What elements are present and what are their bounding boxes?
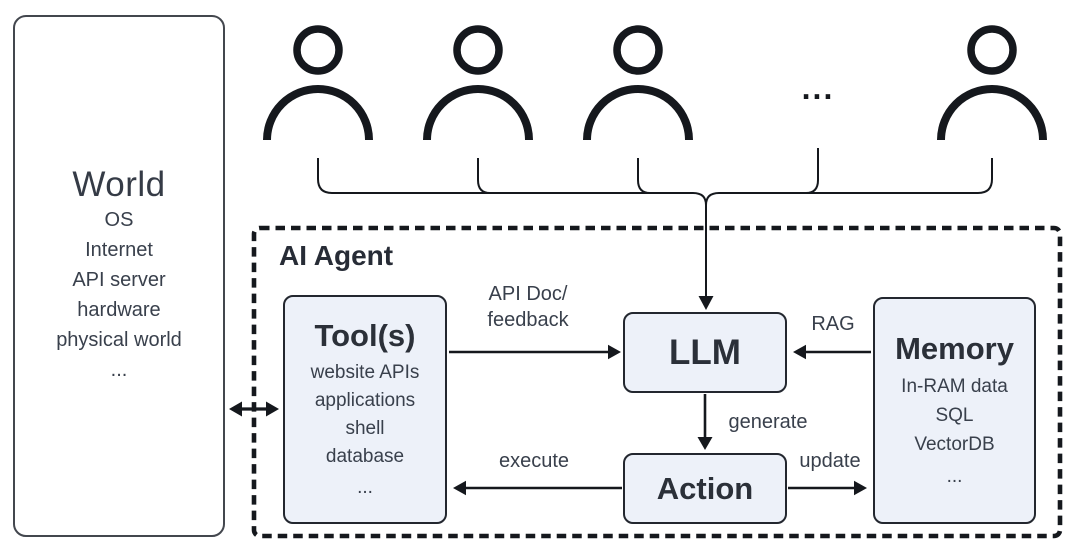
world-title: World	[72, 165, 166, 204]
edge-label-api-doc-line2: feedback	[487, 309, 569, 331]
user-icon	[937, 25, 1047, 141]
users-ellipsis: ...	[801, 70, 835, 106]
ai-agent-dashed-border	[251, 225, 1063, 539]
arrow-users-to-llm-head	[698, 296, 714, 310]
arrow-world-agent-right-head	[266, 401, 279, 417]
users-connector-left	[317, 158, 707, 298]
users-connector-stub	[477, 158, 491, 194]
memory-title: Memory	[895, 330, 1014, 366]
memory-item: SQL	[935, 404, 974, 426]
tools-item: ...	[357, 476, 373, 498]
edge-label-generate: generate	[728, 411, 808, 433]
users-connector-stub	[805, 148, 819, 194]
world-item: ...	[110, 359, 128, 381]
action-title: Action	[656, 470, 754, 506]
user-icon	[583, 25, 693, 141]
memory-box: Memory In-RAM data SQL VectorDB ...	[873, 297, 1036, 524]
arrow-action-to-memory-head	[854, 480, 867, 496]
edge-label-api-doc-line1: API Doc/	[488, 283, 568, 305]
memory-item: In-RAM data	[901, 375, 1008, 397]
users-connector-stub	[637, 158, 651, 194]
edge-label-update: update	[799, 450, 861, 472]
edge-label-rag: RAG	[811, 313, 855, 335]
memory-item: VectorDB	[914, 433, 995, 455]
tools-item: website APIs	[310, 361, 420, 383]
world-item: hardware	[77, 299, 161, 321]
users-connector-right	[705, 158, 993, 206]
ai-agent-label: AI Agent	[279, 240, 394, 271]
memory-item: ...	[946, 465, 963, 487]
arrow-world-agent-left-head	[229, 401, 242, 417]
world-item: physical world	[56, 329, 182, 351]
arrow-llm-to-action-head	[697, 437, 713, 450]
tools-title: Tool(s)	[314, 317, 416, 353]
edge-label-execute: execute	[498, 450, 570, 472]
action-box: Action	[623, 453, 787, 524]
edge-label-api-doc-feedback: API Doc/ feedback	[487, 281, 568, 333]
world-item: API server	[72, 269, 166, 291]
world-item: OS	[104, 209, 134, 231]
tools-item: shell	[345, 417, 385, 439]
tools-box: Tool(s) website APIs applications shell …	[283, 295, 447, 524]
llm-box: LLM	[623, 312, 787, 393]
arrow-tools-to-llm-head	[608, 344, 621, 360]
tools-item: database	[325, 445, 405, 467]
tools-item: applications	[314, 389, 416, 411]
arrow-action-to-tools-head	[453, 480, 466, 496]
world-item: Internet	[85, 239, 153, 261]
user-icon	[423, 25, 533, 141]
llm-title: LLM	[669, 332, 741, 372]
world-box: World OS Internet API server hardware ph…	[13, 15, 225, 537]
user-icon	[263, 25, 373, 141]
arrow-memory-to-llm-head	[793, 344, 806, 360]
